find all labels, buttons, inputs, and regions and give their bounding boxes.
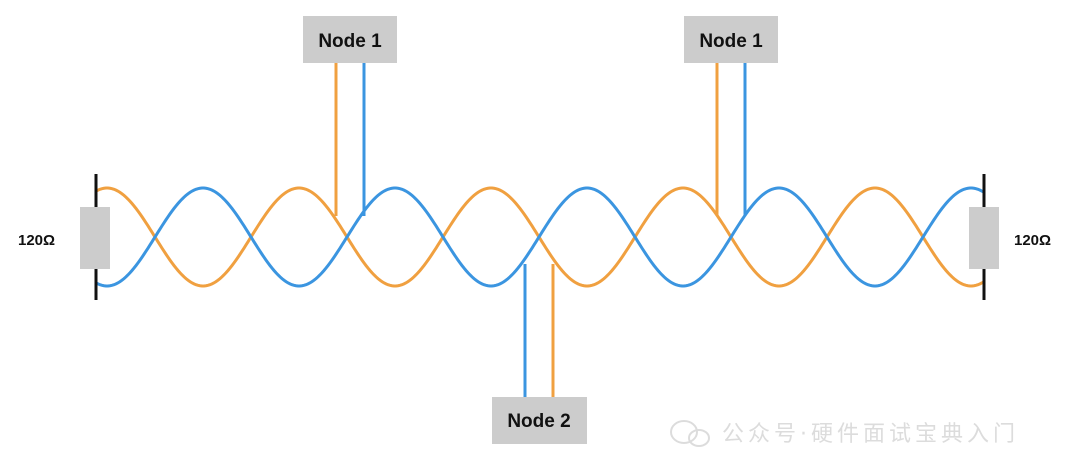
node-1-left-label: Node 1: [318, 31, 382, 52]
watermark-text: 公众号·硬件面试宝典入门: [722, 422, 1019, 447]
left-resistor-label: 120Ω: [18, 232, 55, 249]
node-2-box: Node 2: [492, 397, 587, 444]
node-1-left-box: Node 1: [303, 16, 397, 63]
wire-blue: [95, 186, 985, 288]
watermark: 公众号·硬件面试宝典入门: [670, 420, 1019, 447]
node-1-right-box: Node 1: [684, 16, 778, 63]
left-termination-resistor: [80, 207, 110, 269]
node-2-label: Node 2: [507, 411, 570, 432]
wire-orange: [95, 186, 985, 288]
node-1-right-label: Node 1: [699, 31, 763, 52]
right-resistor-label: 120Ω: [1014, 232, 1051, 249]
right-termination-resistor: [969, 207, 999, 269]
wechat-icon: [670, 420, 710, 447]
